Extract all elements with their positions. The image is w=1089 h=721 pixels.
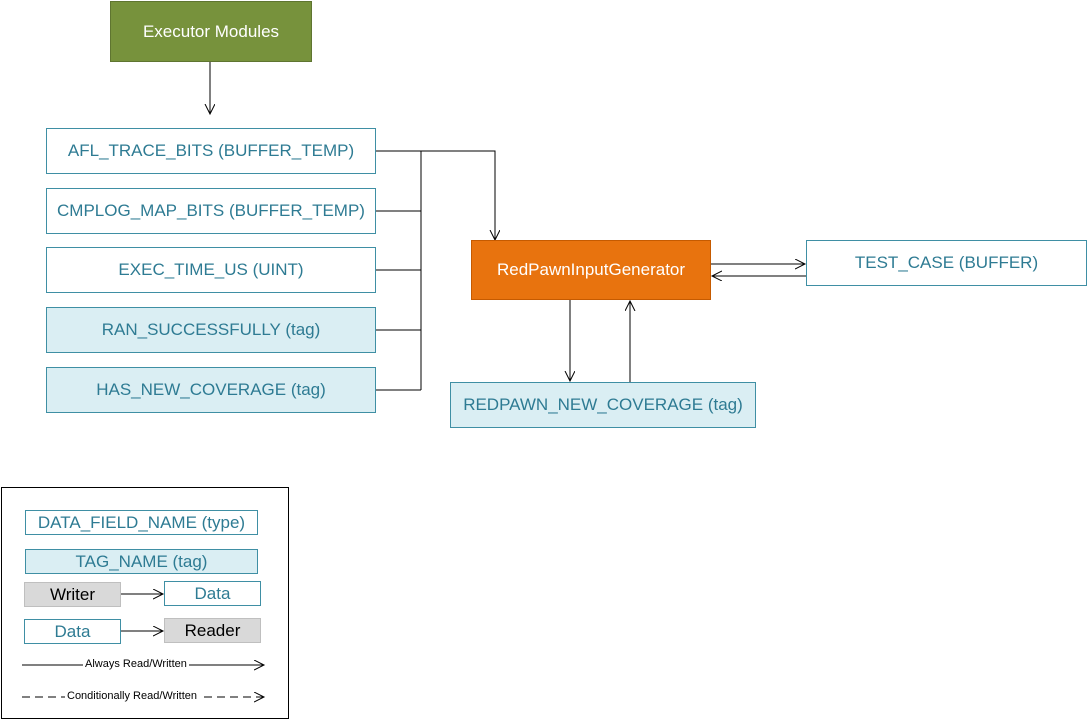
redpawn-new-coverage-label: REDPAWN_NEW_COVERAGE (tag) — [463, 395, 743, 414]
test-case-box: TEST_CASE (BUFFER) — [806, 240, 1087, 286]
legend: DATA_FIELD_NAME (type) TAG_NAME (tag) Wr… — [1, 487, 289, 719]
legend-writer-label: Writer — [49, 584, 95, 604]
legend-data-box-2: Data — [24, 619, 121, 644]
exec-time-us-label: EXEC_TIME_US (UINT) — [118, 260, 304, 279]
has-new-coverage-label: HAS_NEW_COVERAGE (tag) — [96, 380, 326, 399]
exec-time-us-box: EXEC_TIME_US (UINT) — [46, 247, 376, 293]
cmplog-map-bits-box: CMPLOG_MAP_BITS (BUFFER_TEMP) — [46, 188, 376, 234]
redpawn-input-generator-box: RedPawnInputGenerator — [471, 240, 711, 300]
afl-trace-bits-label: AFL_TRACE_BITS (BUFFER_TEMP) — [67, 141, 355, 160]
legend-writer-box: Writer — [24, 582, 121, 607]
legend-conditional-label: Conditionally Read/Written — [65, 690, 200, 702]
legend-data-field-box: DATA_FIELD_NAME (type) — [25, 510, 258, 535]
legend-tag-name-box: TAG_NAME (tag) — [25, 549, 258, 574]
legend-reader-box: Reader — [164, 618, 261, 643]
legend-reader-label: Reader — [184, 620, 241, 640]
test-case-label: TEST_CASE (BUFFER) — [854, 253, 1039, 272]
redpawn-input-generator-label: RedPawnInputGenerator — [496, 260, 686, 279]
executor-modules-label: Executor Modules — [142, 21, 280, 41]
legend-arrows — [22, 488, 290, 720]
ran-successfully-label: RAN_SUCCESSFULLY (tag) — [101, 320, 321, 339]
ran-successfully-box: RAN_SUCCESSFULLY (tag) — [46, 307, 376, 353]
legend-data-label-1: Data — [194, 583, 231, 603]
has-new-coverage-box: HAS_NEW_COVERAGE (tag) — [46, 367, 376, 413]
legend-tag-name-label: TAG_NAME (tag) — [75, 551, 208, 571]
legend-data-label-2: Data — [54, 621, 91, 641]
legend-data-field-label: DATA_FIELD_NAME (type) — [37, 512, 246, 532]
redpawn-new-coverage-box: REDPAWN_NEW_COVERAGE (tag) — [450, 382, 756, 428]
cmplog-map-bits-label: CMPLOG_MAP_BITS (BUFFER_TEMP) — [57, 201, 365, 220]
executor-modules-box: Executor Modules — [110, 1, 312, 62]
legend-always-label: Always Read/Written — [83, 658, 189, 670]
inputs-to-generator-arrow — [421, 150, 495, 240]
legend-data-box-1: Data — [164, 581, 261, 606]
afl-trace-bits-box: AFL_TRACE_BITS (BUFFER_TEMP) — [46, 128, 376, 174]
